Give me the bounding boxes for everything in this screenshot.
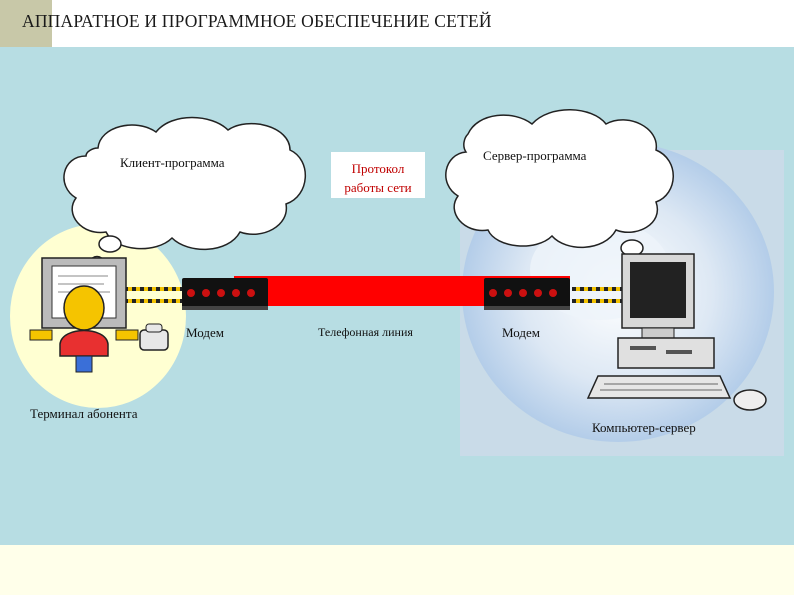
server-computer-clipart bbox=[586, 253, 767, 411]
header-bar: АППАРАТНОЕ И ПРОГРАММНОЕ ОБЕСПЕЧЕНИЕ СЕТ… bbox=[0, 0, 794, 47]
slide-title: АППАРАТНОЕ И ПРОГРАММНОЕ ОБЕСПЕЧЕНИЕ СЕТ… bbox=[22, 11, 492, 31]
server-program-label: Сервер-программа bbox=[483, 148, 587, 163]
server-computer-label: Компьютер-сервер bbox=[592, 420, 696, 435]
client-terminal-clipart bbox=[29, 257, 169, 373]
modem-left bbox=[182, 278, 268, 310]
client-thought-cloud bbox=[63, 116, 306, 267]
client-program-label: Клиент-программа bbox=[120, 155, 225, 170]
modem-right bbox=[484, 278, 570, 310]
header-accent-block bbox=[0, 0, 52, 47]
footer-band bbox=[0, 545, 794, 595]
cables bbox=[120, 287, 624, 303]
phone-line-label: Телефонная линия bbox=[318, 325, 413, 339]
protocol-label: Протокол работы сети bbox=[333, 159, 423, 197]
terminal-label: Терминал абонента bbox=[30, 406, 138, 421]
protocol-box bbox=[331, 152, 425, 198]
protocol-label-line2: работы сети bbox=[344, 180, 412, 195]
protocol-label-line1: Протокол bbox=[351, 161, 405, 176]
modem-right-label: Модем bbox=[502, 325, 540, 340]
modem-left-label: Модем bbox=[186, 325, 224, 340]
